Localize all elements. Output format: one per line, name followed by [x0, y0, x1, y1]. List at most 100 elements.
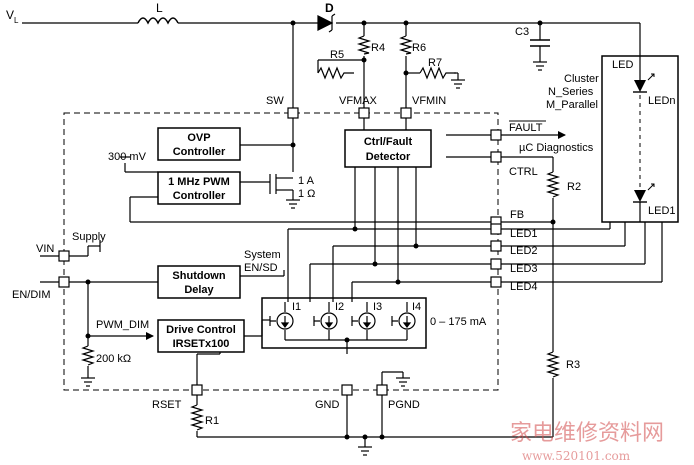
r200k-label: 200 kΩ [96, 353, 131, 365]
vin-pin-label: VIN [36, 243, 54, 255]
watermark: 家电维修资料网 www.520101.com [510, 421, 664, 463]
en-dim-pin-label: EN/DIM [12, 289, 51, 301]
pin-en-dim [58, 276, 70, 288]
pin-rset [191, 384, 203, 396]
r5-resistor [317, 66, 354, 80]
ground-symbols [81, 61, 547, 456]
vfmin-pin-label: VFMIN [412, 95, 446, 107]
led-cluster-label-3: N_Series [548, 86, 594, 98]
vl-subscript: L [14, 16, 19, 25]
ovp-controller-block: OVP Controller [157, 127, 241, 161]
pin-fault [490, 129, 502, 141]
led2-pin-label: LED2 [510, 245, 538, 257]
resistors [80, 35, 561, 431]
drive-label-1: Drive Control [166, 324, 236, 336]
r6-label: R6 [412, 42, 426, 54]
junctions [85, 20, 556, 440]
c3-capacitor [530, 39, 550, 47]
led-cluster-label-1: LED [612, 59, 633, 71]
ledn-label: LEDn [648, 95, 676, 107]
sw-pin-label: SW [266, 95, 284, 107]
r3-resistor [545, 351, 561, 378]
pwm-dim-label: PWM_DIM [96, 319, 149, 331]
pin-vin [58, 250, 70, 262]
system-en-label-2: EN/SD [244, 262, 278, 274]
r7-resistor [419, 66, 456, 80]
led4-pin-label: LED4 [510, 281, 538, 293]
pwm-controller-block: 1 MHz PWM Controller [157, 171, 241, 205]
switch-fet [269, 174, 282, 194]
pin-led1 [490, 223, 502, 235]
pin-pads [58, 107, 502, 396]
led1-pin-label: LED1 [510, 228, 538, 240]
ovp-label-1: OVP [187, 132, 210, 144]
shutdown-delay-block: Shutdown Delay [157, 265, 241, 299]
gnd-pin-label: GND [315, 399, 340, 411]
drive-control-block: Drive Control IRSETx100 [157, 319, 245, 353]
diode-symbol [317, 13, 336, 33]
led-cluster-label-2: Cluster [564, 73, 599, 85]
pin-led2 [490, 240, 502, 252]
pin-sw [287, 107, 299, 119]
fault-pin-label: FAULT [509, 122, 543, 134]
inductor-symbol [137, 17, 179, 25]
fet-1a-label: 1 A [298, 175, 315, 187]
r4-resistor [356, 35, 372, 55]
supply-label: Supply [72, 231, 106, 243]
supply-stub [99, 156, 130, 252]
current-range-label: 0 – 175 mA [430, 316, 487, 328]
r1-resistor [189, 404, 205, 431]
fet-1ohm-label: 1 Ω [298, 188, 315, 200]
pin-pgnd [376, 384, 388, 396]
pwm-label-1: 1 MHz PWM [168, 176, 230, 188]
pwm-label-2: Controller [173, 190, 226, 202]
fb-pin-label: FB [510, 209, 524, 221]
led3-pin-label: LED3 [510, 263, 538, 275]
wires [22, 22, 663, 447]
led1-label: LED1 [648, 205, 676, 217]
watermark-cn: 家电维修资料网 [510, 421, 664, 446]
diode-label: D [325, 1, 334, 15]
r3-label: R3 [566, 359, 580, 371]
ctrl-pin-label: CTRL [509, 166, 538, 178]
system-en-label-1: System [244, 249, 281, 261]
drive-label-2: IRSETx100 [173, 338, 230, 350]
sink-i4-label: I4 [412, 301, 421, 313]
pin-vfmax [358, 107, 370, 119]
r200k-resistor [80, 345, 96, 366]
sink-i3-label: I3 [373, 301, 382, 313]
r4-label: R4 [371, 42, 385, 54]
current-sink-block [261, 297, 427, 349]
pin-led4 [490, 276, 502, 288]
rset-pin-label: RSET [152, 399, 182, 411]
detector-label-2: Detector [366, 151, 411, 163]
led-cluster [601, 55, 679, 223]
shutdown-label-2: Delay [184, 284, 214, 296]
led-cluster-label-4: M_Parallel [546, 99, 598, 111]
vl-label: V [6, 8, 14, 22]
vfmax-pin-label: VFMAX [339, 95, 378, 107]
uc-diagnostics-label: µC Diagnostics [519, 142, 594, 154]
inductor-label: L [156, 1, 163, 15]
c3-label: C3 [515, 26, 529, 38]
pin-led3 [490, 258, 502, 270]
ref-300mv-label: 300 mV [108, 151, 147, 163]
sink-i2-label: I2 [335, 301, 344, 313]
pgnd-pin-label: PGND [388, 399, 420, 411]
pin-ctrl [490, 151, 502, 163]
pin-vfmin [400, 107, 412, 119]
ovp-label-2: Controller [173, 146, 226, 158]
r2-resistor [545, 171, 561, 198]
ctrl-fault-detector-block: Ctrl/Fault Detector [344, 129, 432, 168]
shutdown-label-1: Shutdown [172, 270, 225, 282]
watermark-url: www.520101.com [522, 449, 631, 463]
r7-label: R7 [428, 57, 442, 69]
r2-label: R2 [567, 181, 581, 193]
pin-gnd [341, 384, 353, 396]
r1-label: R1 [205, 415, 219, 427]
r5-label: R5 [330, 49, 344, 61]
detector-label-1: Ctrl/Fault [364, 136, 413, 148]
r6-resistor [398, 35, 414, 55]
sink-i1-label: I1 [292, 301, 301, 313]
